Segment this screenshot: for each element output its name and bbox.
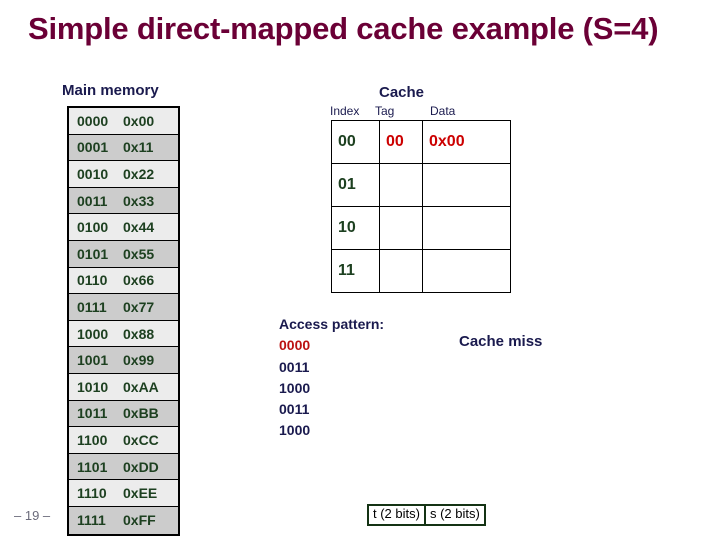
main-memory-label: Main memory [62,82,159,99]
cache-cell-data: 0x00 [422,120,511,164]
memory-value: 0xEE [123,485,158,502]
memory-address: 0110 [77,272,108,289]
access-pattern-label: Access pattern: [279,316,385,332]
cache-label: Cache [379,84,425,101]
memory-address: 1111 [77,512,106,529]
access-pattern-entry: 0000 [279,337,311,354]
cache-cell-index: 10 [331,206,380,250]
memory-row: 1110 0xEE [69,480,178,507]
page-title: Simple direct-mapped cache example (S=4) [28,11,659,46]
cache-row: 10 [331,206,511,250]
memory-row: 0110 0x66 [69,267,178,295]
memory-address: 0101 [77,245,109,262]
access-pattern-entry: 1000 [279,379,311,396]
memory-address: 1101 [77,458,108,475]
memory-row: 1011 0xBB [69,400,178,428]
memory-value: 0x44 [123,219,155,236]
memory-row: 1100 0xCC [69,427,178,454]
cache-cell-data [422,163,511,207]
memory-row: 0101 0x55 [69,240,178,268]
memory-row: 0011 0x33 [69,187,178,215]
main-memory-table: 0000 0x00 0001 0x11 0010 0x22 0011 0x33 0100 0x44… [67,106,180,536]
memory-row: 1000 0x88 [69,320,178,348]
cache-cell-data [422,206,511,250]
memory-value: 0x22 [123,165,155,182]
memory-row: 0010 0x22 [69,161,178,188]
memory-value: 0x66 [123,272,155,289]
memory-value: 0xAA [123,378,159,395]
access-pattern-entry: 0011 [279,401,310,418]
address-bitfield-legend: t (2 bits)s (2 bits) [367,504,486,526]
memory-row: 1111 0xFF [69,506,178,534]
memory-address: 0111 [77,298,107,315]
memory-value: 0xDD [123,458,159,475]
cache-cell-index: 11 [331,249,380,293]
cache-row: 01 [331,163,511,207]
cache-header-data: Data [430,104,456,118]
cache-cell-index: 01 [331,163,380,207]
memory-address: 1000 [77,325,109,342]
memory-row: 0000 0x00 [69,108,178,135]
memory-address: 1001 [77,352,109,369]
memory-address: 0100 [77,219,109,236]
memory-row: 0111 0x77 [69,294,178,321]
memory-value: 0x00 [123,112,155,129]
memory-value: 0x77 [123,298,155,315]
memory-row: 0001 0x11 [69,134,178,162]
memory-row: 1010 0xAA [69,373,178,401]
memory-value: 0x99 [123,352,155,369]
memory-value: 0x88 [123,325,155,342]
cache-cell-tag [379,206,423,250]
cache-cell-data [422,249,511,293]
cache-cell-tag [379,249,423,293]
cache-row: 11 [331,249,511,293]
memory-address: 1010 [77,378,109,395]
bitfield-box: t (2 bits) [367,504,426,526]
cache-header-tag: Tag [375,104,395,118]
cache-cell-tag: 00 [379,120,423,164]
memory-address: 0000 [77,112,109,129]
memory-value: 0xCC [123,431,159,448]
page-number: – 19 – [14,508,51,523]
access-pattern-list: Access pattern: 0000 0011 1000 0011 1000 [279,314,384,442]
bitfield-box: s (2 bits) [425,504,486,526]
access-pattern-entry: 1000 [279,422,311,439]
memory-row: 1001 0x99 [69,347,178,374]
memory-value: 0x55 [123,245,155,262]
memory-row: 0100 0x44 [69,214,178,241]
memory-value: 0xBB [123,405,159,422]
cache-cell-index: 00 [331,120,380,164]
memory-value: 0x11 [123,139,154,156]
memory-address: 0011 [77,192,108,209]
cache-result-status: Cache miss [459,333,543,350]
access-pattern-entry: 0011 [279,358,310,375]
memory-value: 0x33 [123,192,155,209]
memory-value: 0xFF [123,512,156,529]
memory-address: 1011 [77,405,108,422]
memory-row: 1101 0xDD [69,453,178,481]
cache-cell-tag [379,163,423,207]
memory-address: 1110 [77,485,107,502]
memory-address: 1100 [77,431,108,448]
cache-header-index: Index [330,104,360,118]
memory-address: 0010 [77,165,109,182]
memory-address: 0001 [77,139,109,156]
